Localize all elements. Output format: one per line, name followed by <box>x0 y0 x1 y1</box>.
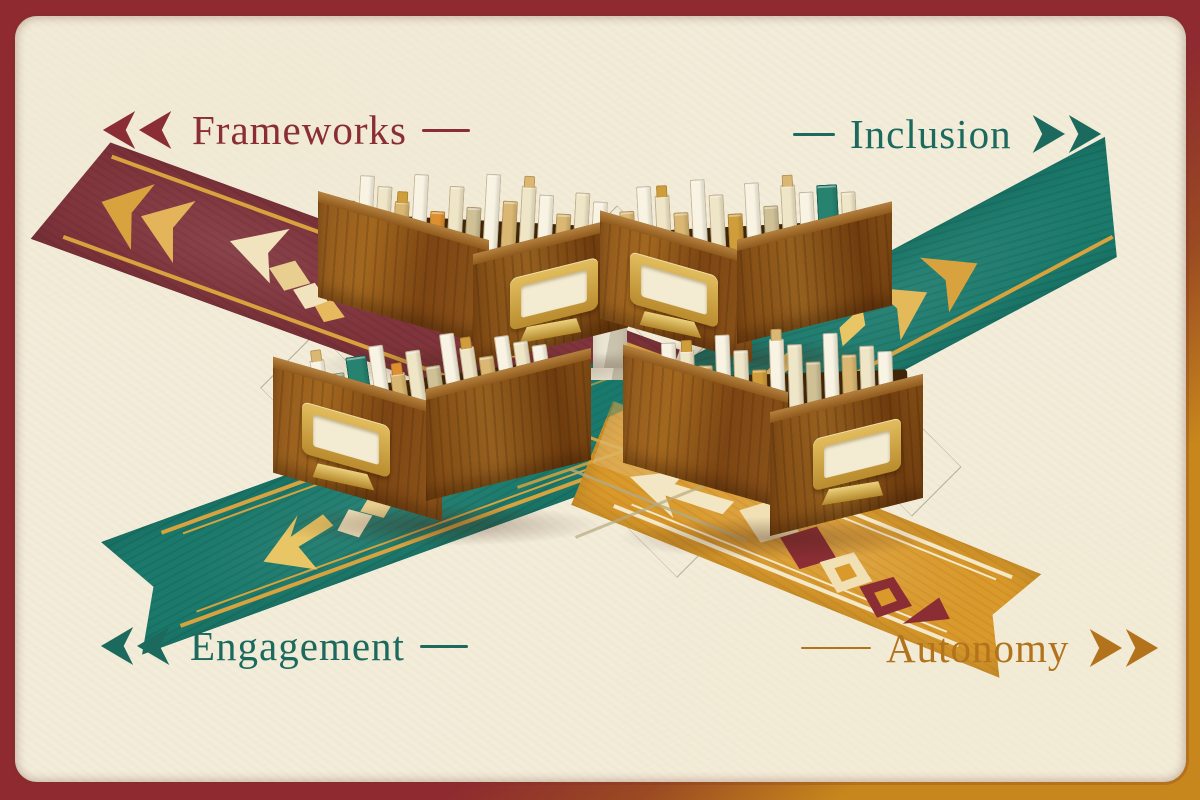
card-tab <box>390 362 404 376</box>
card-tab <box>656 185 669 198</box>
label-dash <box>419 644 468 648</box>
double-chevron-left-icon <box>100 627 170 665</box>
card-catalog-drawer-mid-left <box>260 311 611 547</box>
label-card <box>312 414 379 465</box>
double-chevron-right-motif-icon <box>801 220 1017 388</box>
double-chevron-left-motif-icon <box>81 163 230 281</box>
autonomy-label-group: Autonomy <box>801 626 1160 670</box>
double-chevron-right-icon <box>1090 629 1159 667</box>
card-tab <box>680 339 693 353</box>
brass-label-holder <box>812 417 901 492</box>
card-tab <box>781 174 794 188</box>
card-tab <box>523 175 536 189</box>
card-tab <box>770 328 783 342</box>
autonomy-ribbon <box>571 401 1041 678</box>
inclusion-label: Inclusion <box>850 110 1012 157</box>
card-tab <box>459 336 473 350</box>
label-dash <box>801 647 871 649</box>
inclusion-label-group: Inclusion <box>793 112 1103 156</box>
engagement-label: Engagement <box>190 622 405 669</box>
card-tab <box>310 349 324 363</box>
brass-label-holder <box>301 400 390 479</box>
autonomy-label: Autonomy <box>886 624 1070 671</box>
double-chevron-right-icon <box>1032 115 1101 153</box>
double-chevron-left-icon <box>102 111 172 149</box>
arrow-diamond-motif-icon <box>197 203 385 338</box>
frameworks-label: Frameworks <box>192 106 407 153</box>
frameworks-label-group: Frameworks <box>101 108 470 152</box>
label-dash <box>793 132 835 136</box>
engagement-label-group: Engagement <box>99 624 468 668</box>
paper-background: Frameworks Inclusion Engagement Autonomy <box>15 16 1186 782</box>
diamond-chain-motif-icon <box>712 466 980 649</box>
card-catalog-drawer-mid-right <box>611 304 941 560</box>
label-dash <box>421 128 470 132</box>
label-card <box>823 430 890 479</box>
card-tab <box>396 190 409 204</box>
